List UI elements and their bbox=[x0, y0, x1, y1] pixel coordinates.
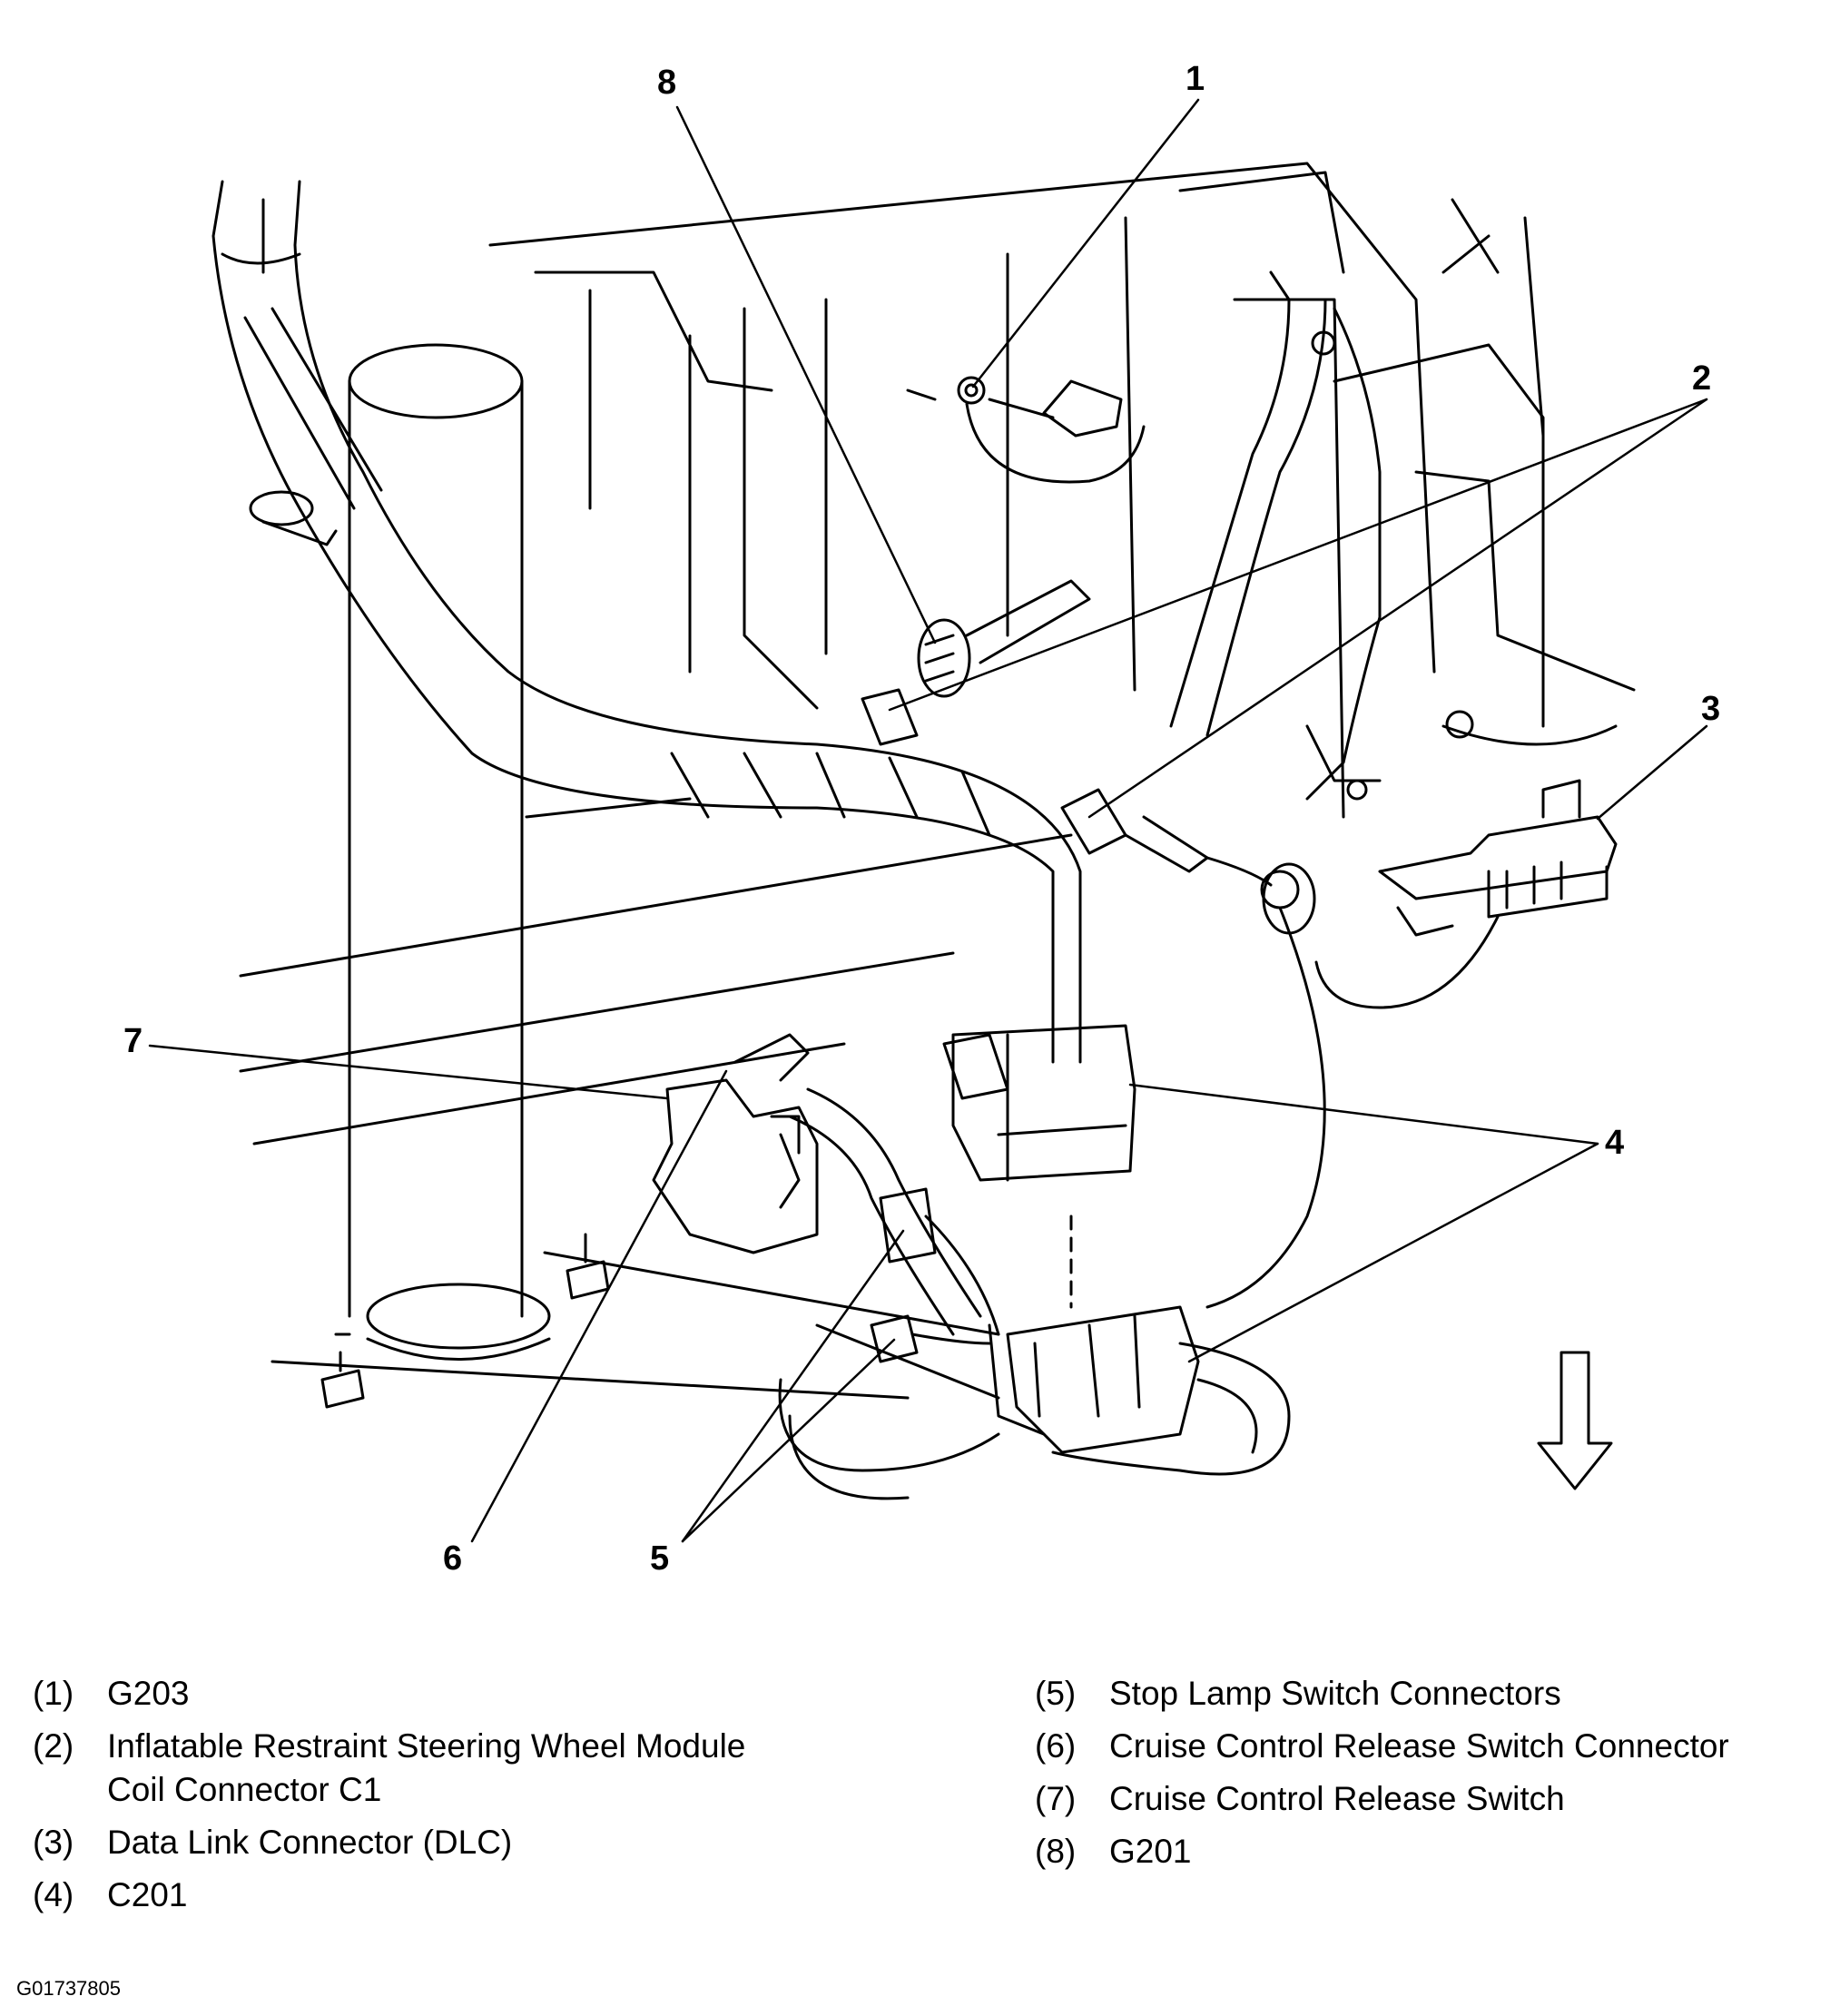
dash-panel bbox=[239, 162, 1636, 1400]
legend-item-label: G201 bbox=[1109, 1833, 1192, 1871]
wire-harness bbox=[212, 180, 1491, 1064]
down-arrow-icon bbox=[1537, 1351, 1613, 1490]
legend-item-label: Data Link Connector (DLC) bbox=[107, 1824, 513, 1862]
legend-item-number: (5) bbox=[1035, 1675, 1077, 1712]
ground-studs bbox=[320, 1233, 610, 1409]
legend-item: (3) Data Link Connector (DLC) bbox=[33, 1821, 745, 1864]
callout-4: 4 bbox=[1605, 1124, 1625, 1162]
coil-connector-c1 bbox=[861, 688, 1300, 910]
legend-item-label: G203 bbox=[107, 1675, 190, 1712]
callout-6: 6 bbox=[443, 1539, 463, 1578]
callout-2: 2 bbox=[1692, 359, 1712, 398]
harness-tie-strap bbox=[249, 490, 338, 546]
legend-item-number: (3) bbox=[33, 1824, 74, 1862]
cruise-release-switch bbox=[652, 1033, 982, 1336]
legend-item-number: (8) bbox=[1035, 1833, 1077, 1871]
legend-item-label: Cruise Control Release Switch bbox=[1109, 1780, 1565, 1818]
legend-item-label: Inflatable Restraint Steering Wheel Modu… bbox=[107, 1727, 746, 1765]
callout-5: 5 bbox=[650, 1539, 670, 1578]
legend-item-number: (1) bbox=[33, 1675, 74, 1712]
wiring-diagram bbox=[148, 98, 1708, 1543]
legend-item-label: Cruise Control Release Switch Connector bbox=[1109, 1727, 1729, 1765]
steering-column bbox=[348, 343, 551, 1361]
legend-item: (7) Cruise Control Release Switch bbox=[1035, 1777, 1729, 1821]
g203-ground-bolt bbox=[906, 376, 1146, 484]
g201-ground bbox=[917, 579, 1091, 698]
legend-item-number: (4) bbox=[33, 1876, 74, 1914]
legend-item-label: Coil Connector C1 bbox=[107, 1771, 382, 1809]
legend-item: (8) G201 bbox=[1035, 1830, 1729, 1873]
legend-item-label: C201 bbox=[107, 1876, 188, 1914]
callout-3: 3 bbox=[1701, 690, 1721, 728]
legend-left: (1) G203 (2) Inflatable Restraint Steeri… bbox=[33, 1672, 745, 1926]
c201-connector bbox=[778, 1024, 1291, 1500]
legend-item: (4) C201 bbox=[33, 1873, 745, 1917]
legend-item-number: (7) bbox=[1035, 1780, 1077, 1818]
ground-wire-loop bbox=[1205, 862, 1326, 1309]
data-link-connector bbox=[1314, 779, 1618, 1009]
legend-item: (6) Cruise Control Release Switch Connec… bbox=[1035, 1725, 1729, 1768]
legend-item: (2) Inflatable Restraint Steering Wheel … bbox=[33, 1725, 745, 1812]
legend-right: (5) Stop Lamp Switch Connectors (6) Crui… bbox=[1035, 1672, 1729, 1883]
leader-lines bbox=[148, 98, 1708, 1543]
stop-lamp-switch-connectors bbox=[870, 1187, 1000, 1363]
legend-item-number: (6) bbox=[1035, 1727, 1077, 1765]
callout-1: 1 bbox=[1186, 60, 1205, 98]
legend-item: (1) G203 bbox=[33, 1672, 745, 1716]
callout-7: 7 bbox=[123, 1022, 143, 1060]
legend-item: (5) Stop Lamp Switch Connectors bbox=[1035, 1672, 1729, 1716]
legend-item-number: (2) bbox=[33, 1727, 74, 1765]
figure-code: G01737805 bbox=[16, 1977, 121, 2000]
legend-item-label: Stop Lamp Switch Connectors bbox=[1109, 1675, 1561, 1712]
callout-8: 8 bbox=[657, 64, 677, 102]
